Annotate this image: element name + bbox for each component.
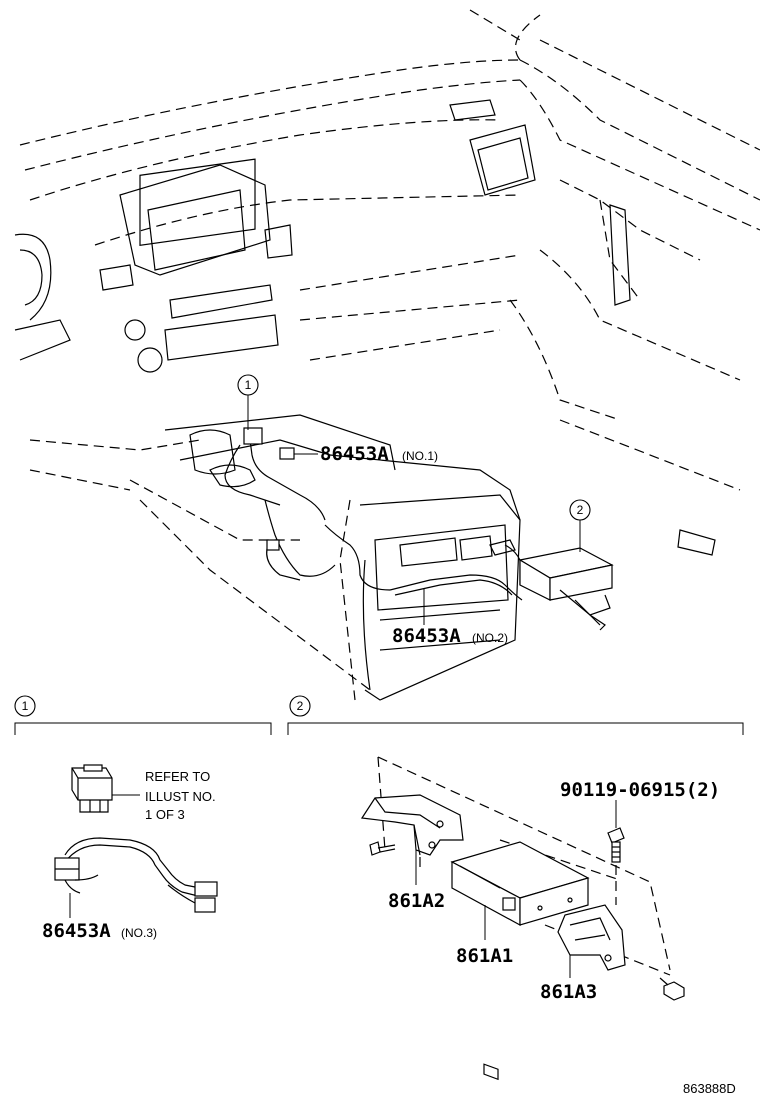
bracket-861A3-illustration [557, 904, 626, 971]
callout-1-main: 1 [237, 374, 259, 396]
section-1: 1 REFER TO ILLUST NO. 1 OF 3 [14, 695, 272, 942]
bracket-861A2-illustration [360, 794, 464, 856]
section-2-circle [289, 695, 311, 717]
part-suffix-no3: (NO.3) [121, 926, 157, 940]
part-label-86453A-no3: 86453A [42, 920, 111, 942]
callout-2-main: 2 [569, 499, 591, 521]
main-leaders [247, 395, 581, 625]
part-label-86453A-no2: 86453A [392, 625, 461, 647]
screw-bottom-illustration [659, 977, 685, 1001]
dashboard-illustration [14, 9, 760, 701]
switch-illustration [71, 764, 113, 813]
figure-code: 863888D [683, 1081, 736, 1096]
bolt-90119-illustration [607, 827, 625, 863]
refer-note-line1: REFER TO [145, 769, 210, 784]
part-label-861A2: 861A2 [388, 890, 445, 912]
svg-text:2: 2 [577, 503, 584, 517]
harness-no3-illustration [54, 837, 218, 913]
part-label-861A3: 861A3 [540, 981, 597, 1003]
screw-left-illustration [369, 841, 396, 856]
part-suffix-no2: (NO.2) [472, 631, 508, 645]
section-1-number: 1 [22, 699, 29, 713]
part-suffix-no1: (NO.1) [402, 449, 438, 463]
section-2: 2 [287, 695, 744, 1081]
refer-note-line3: 1 OF 3 [145, 807, 185, 822]
part-label-861A1: 861A1 [456, 945, 513, 967]
section-2-bracket [287, 722, 744, 735]
module-861A1-illustration [450, 841, 590, 1081]
svg-text:1: 1 [245, 378, 252, 392]
part-label-86453A-no1: 86453A [320, 443, 389, 465]
section-1-bracket [14, 722, 272, 735]
refer-note-line2: ILLUST NO. [145, 789, 216, 804]
svg-text:2: 2 [297, 699, 304, 713]
section-1-circle [14, 695, 36, 717]
part-label-90119-06915: 90119-06915(2) [560, 779, 720, 801]
